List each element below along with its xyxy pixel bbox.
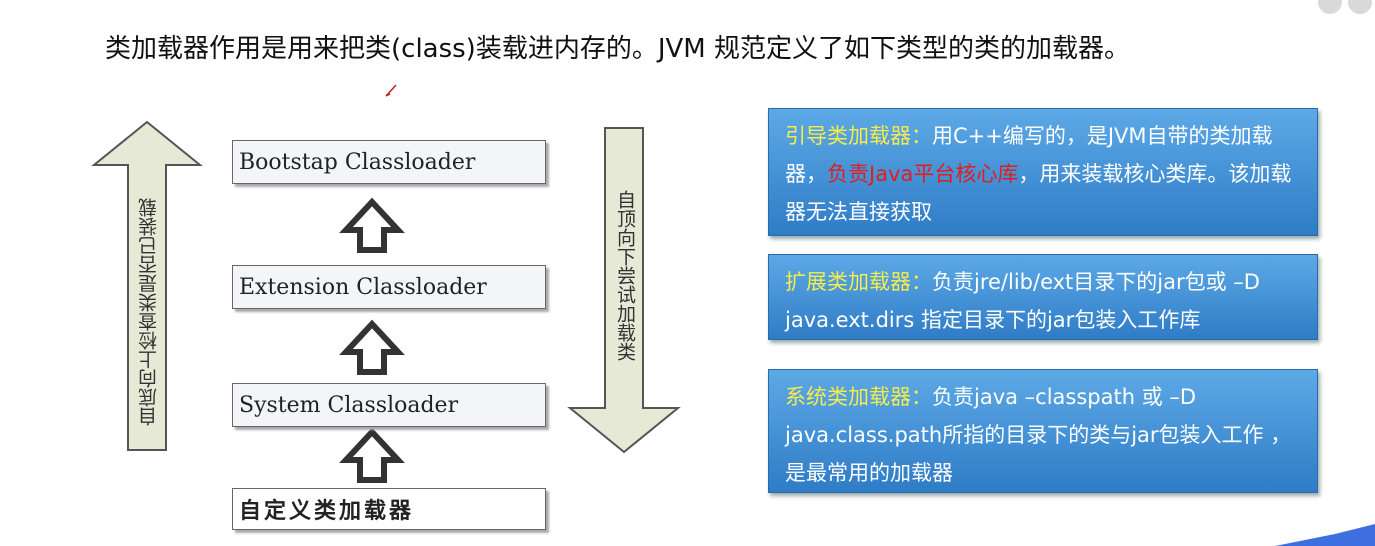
- panel-text: ，用来装载核心类库。该加载器无法直接获取: [785, 162, 1292, 224]
- system-classloader-box: System Classloader: [232, 383, 546, 427]
- extension-classloader-box: Extension Classloader: [232, 265, 546, 309]
- small-up-arrow-2: [339, 319, 405, 375]
- left-up-arrow: [91, 120, 203, 451]
- panel-text: 负责java –classpath 或 –D java.class.path所指…: [785, 385, 1292, 485]
- panel-title: 系统类加载器：: [785, 385, 932, 409]
- left-arrow-label: 自底向上检查类是否已装载: [138, 198, 160, 426]
- window-dot-1: [1318, 0, 1342, 14]
- system-info-panel: 系统类加载器：负责java –classpath 或 –D java.class…: [768, 369, 1318, 493]
- right-down-arrow: [567, 127, 681, 454]
- small-up-arrow-3: [339, 427, 405, 483]
- panel-text: 用C++编写的，是JVM自带的类加载器，: [785, 124, 1273, 186]
- corner-decoration: [1275, 524, 1375, 546]
- window-dot-2: [1348, 0, 1372, 14]
- panel-title: 引导类加载器：: [785, 124, 932, 148]
- bootstrap-info-panel: 引导类加载器：用C++编写的，是JVM自带的类加载器，负责Java平台核心库，用…: [768, 108, 1318, 236]
- pen-cursor-icon: [385, 84, 397, 97]
- panel-red-text: 负责Java平台核心库: [827, 162, 1019, 186]
- small-up-arrow-1: [339, 197, 405, 253]
- page-title: 类加载器作用是用来把类(class)装载进内存的。JVM 规范定义了如下类型的类…: [105, 34, 1130, 64]
- panel-title: 扩展类加载器：: [785, 270, 932, 294]
- panel-text: 负责jre/lib/ext目录下的jar包或 –D java.ext.dirs …: [785, 270, 1260, 332]
- bootstrap-classloader-box: Bootstap Classloader: [232, 140, 546, 184]
- custom-classloader-box: 自定义类加载器: [232, 488, 546, 530]
- extension-info-panel: 扩展类加载器：负责jre/lib/ext目录下的jar包或 –D java.ex…: [768, 254, 1318, 340]
- right-arrow-label: 自顶向下尝试加载类: [614, 190, 636, 361]
